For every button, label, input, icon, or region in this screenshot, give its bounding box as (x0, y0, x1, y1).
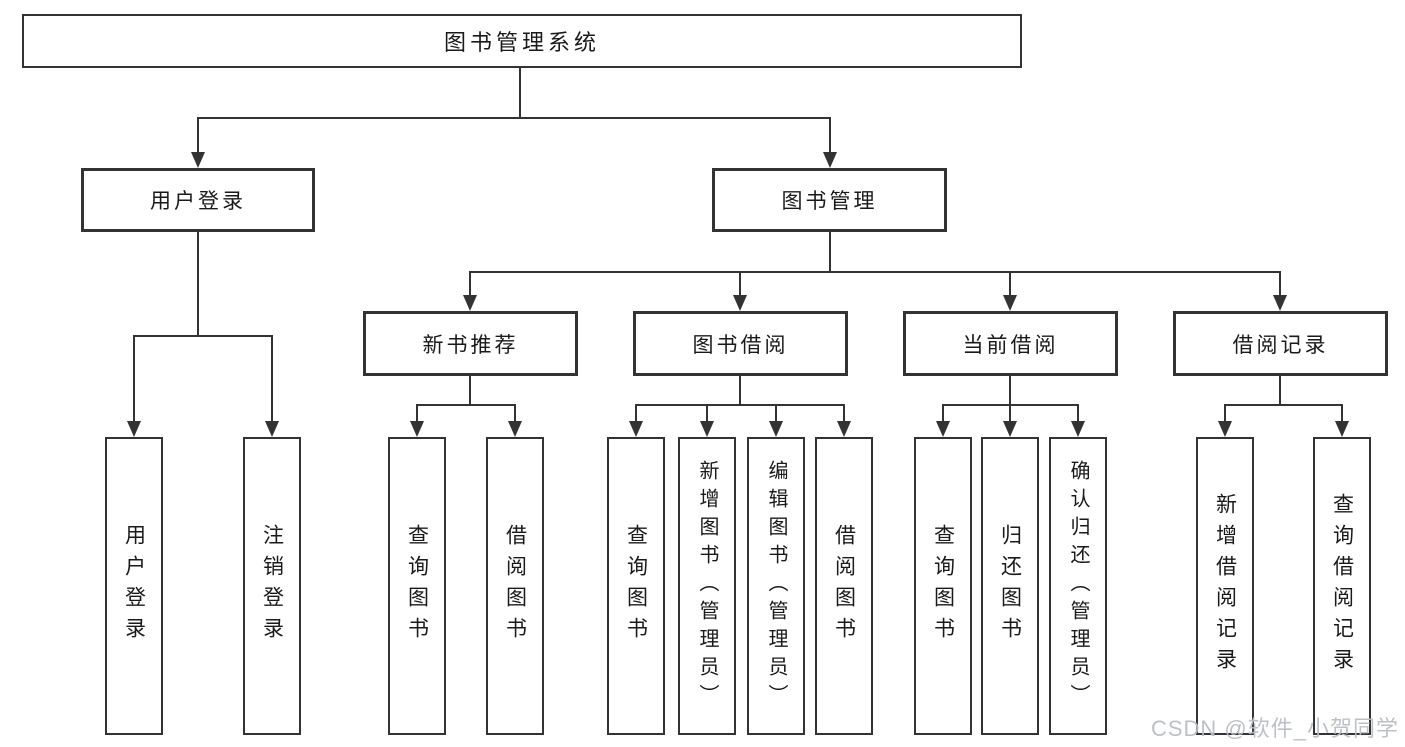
connector-line (829, 117, 831, 155)
leaf-current-query-books: 查询图书 (914, 437, 972, 735)
connector-arrow-down (508, 421, 522, 437)
connector-arrow-down (410, 421, 424, 437)
node-user-login: 用户登录 (81, 168, 315, 232)
leaf-recommend-borrow-books: 借阅图书 (486, 437, 544, 735)
connector-line (1009, 404, 1011, 423)
connector-line (1224, 404, 1226, 423)
node-label: 借阅图书 (832, 524, 856, 648)
leaf-user-login: 用户登录 (105, 437, 163, 735)
leaf-add-borrow-record: 新增借阅记录 (1196, 437, 1254, 735)
connector-line (843, 404, 845, 423)
connector-line (197, 232, 199, 337)
leaf-edit-books-admin: 编辑图书（管理员） (747, 437, 805, 735)
connector-arrow-down (1335, 421, 1349, 437)
connector-line (1009, 271, 1011, 298)
connector-line (514, 404, 516, 423)
connector-arrow-down (265, 421, 279, 437)
connector-line (739, 271, 741, 298)
connector-arrow-down (629, 421, 643, 437)
node-label: 借阅记录 (1232, 333, 1329, 357)
node-label: 图书借阅 (692, 333, 789, 357)
connector-line (133, 335, 273, 337)
connector-line (706, 404, 708, 423)
node-book-borrowing: 图书借阅 (633, 311, 848, 376)
connector-arrow-down (1273, 295, 1287, 311)
leaf-logout: 注销登录 (243, 437, 301, 735)
node-borrowing-records: 借阅记录 (1173, 311, 1388, 376)
connector-line (739, 376, 741, 406)
node-label: 新增图书（管理员） (696, 460, 718, 712)
node-label: 查询图书 (931, 524, 955, 648)
node-label: 用户登录 (150, 190, 246, 213)
node-label: 归还图书 (998, 524, 1022, 648)
node-current-borrowing: 当前借阅 (903, 311, 1118, 376)
connector-line (416, 404, 418, 423)
leaf-add-books-admin: 新增图书（管理员） (678, 437, 736, 735)
connector-arrow-down (823, 152, 837, 168)
connector-arrow-down (1003, 421, 1017, 437)
connector-line (1224, 404, 1343, 406)
node-label: 新书推荐 (422, 333, 519, 357)
connector-arrow-down (837, 421, 851, 437)
connector-arrow-down (936, 421, 950, 437)
node-label: 图书管理 (781, 190, 878, 213)
node-label: 注销登录 (260, 524, 284, 648)
connector-line (1009, 376, 1011, 406)
connector-line (1279, 376, 1281, 406)
node-label: 查询图书 (624, 524, 648, 648)
connector-line (133, 335, 135, 423)
connector-arrow-down (463, 295, 477, 311)
leaf-confirm-return-admin: 确认归还（管理员） (1049, 437, 1107, 735)
connector-line (1341, 404, 1343, 423)
node-label: 当前借阅 (962, 333, 1059, 357)
node-label: 图书管理系统 (443, 30, 600, 55)
node-label: 用户登录 (122, 524, 146, 648)
node-label: 确认归还（管理员） (1067, 460, 1089, 712)
connector-line (197, 117, 199, 155)
connector-arrow-down (733, 295, 747, 311)
node-label: 查询借阅记录 (1330, 493, 1354, 679)
connector-line (519, 68, 521, 118)
connector-arrow-down (1218, 421, 1232, 437)
connector-arrow-down (769, 421, 783, 437)
node-label: 借阅图书 (503, 524, 527, 648)
leaf-recommend-query-books: 查询图书 (388, 437, 446, 735)
connector-arrow-down (700, 421, 714, 437)
connector-line (775, 404, 777, 423)
node-new-book-recommend: 新书推荐 (363, 311, 578, 376)
connector-line (1077, 404, 1079, 423)
node-label: 查询图书 (405, 524, 429, 648)
node-label: 编辑图书（管理员） (765, 460, 787, 712)
leaf-query-borrow-record: 查询借阅记录 (1313, 437, 1371, 735)
connector-line (635, 404, 845, 406)
connector-line (635, 404, 637, 423)
leaf-return-books: 归还图书 (981, 437, 1039, 735)
connector-arrow-down (1071, 421, 1085, 437)
leaf-borrow-query-books: 查询图书 (607, 437, 665, 735)
connector-line (469, 271, 471, 298)
node-book-management: 图书管理 (712, 168, 947, 232)
node-label: 新增借阅记录 (1213, 493, 1237, 679)
connector-line (1279, 271, 1281, 298)
connector-arrow-down (127, 421, 141, 437)
connector-line (942, 404, 944, 423)
connector-line (469, 376, 471, 406)
connector-line (271, 335, 273, 423)
connector-arrow-down (191, 152, 205, 168)
connector-line (197, 117, 831, 119)
connector-line (469, 271, 1281, 273)
node-library-management-system: 图书管理系统 (22, 14, 1022, 68)
leaf-borrow-books: 借阅图书 (815, 437, 873, 735)
csdn-watermark: CSDN @软件_小贺同学 (1150, 716, 1399, 741)
connector-arrow-down (1003, 295, 1017, 311)
connector-line (416, 404, 516, 406)
connector-line (829, 231, 831, 273)
